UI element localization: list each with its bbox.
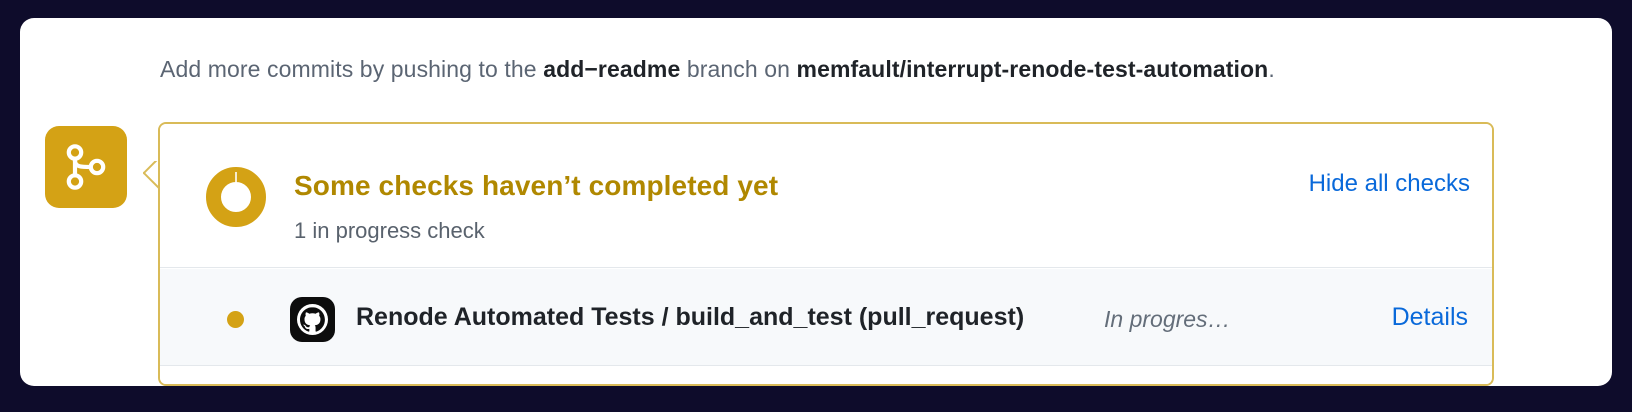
in-progress-spinner-icon [205,166,267,228]
check-details-link[interactable]: Details [1391,303,1468,331]
checks-card-footer-strip [160,367,1492,384]
hide-all-checks-link[interactable]: Hide all checks [1308,170,1470,197]
repository-name: memfault/interrupt-renode-test-automatio… [796,56,1269,82]
commit-notice-trailing: . [1268,56,1275,82]
branch-name: add−readme [543,56,681,82]
checks-card-subtitle: 1 in progress check [294,218,485,243]
checks-card-title: Some checks haven’t completed yet [294,170,779,201]
github-actions-icon [290,297,335,342]
commit-notice-lead: Add more commits by pushing to the [160,56,544,82]
check-status-text: In progres… [1104,306,1231,332]
checks-status-card: Some checks haven’t completed yet 1 in p… [158,122,1494,386]
check-row[interactable]: Renode Automated Tests / build_and_test … [160,269,1492,366]
commit-notice-middle: branch on [680,56,797,82]
page-sheet: Add more commits by pushing to the add−r… [20,18,1612,386]
git-branch-badge [45,126,127,208]
commit-notice: Add more commits by pushing to the add−r… [160,54,1275,84]
yellow-dot-icon [227,311,244,328]
check-name: Renode Automated Tests / build_and_test … [356,303,1025,331]
git-branch-icon [64,143,108,191]
checks-card-header: Some checks haven’t completed yet 1 in p… [160,124,1492,268]
